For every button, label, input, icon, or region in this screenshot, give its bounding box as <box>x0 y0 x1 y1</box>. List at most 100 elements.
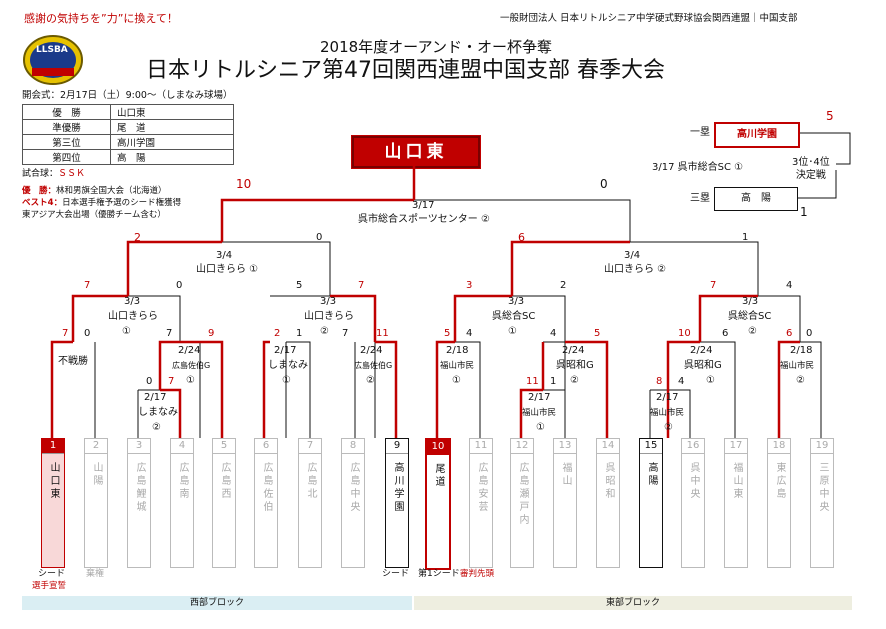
test-ball: 試合球：ＳＳＫ <box>22 169 86 179</box>
qf1-date: 3/3 <box>124 296 141 307</box>
qf2-court: ② <box>320 326 329 337</box>
r2-8-ls: 6 <box>786 328 793 339</box>
r2-2-date: 2/24 <box>178 345 201 356</box>
seed10-sub: 審判先頭 <box>460 569 495 579</box>
seed10-note: 第1シード <box>418 569 460 579</box>
third-base-label: 三塁 <box>690 193 710 204</box>
r2-7-rs: 6 <box>722 328 729 339</box>
logo-text: LLSBA <box>36 45 68 55</box>
r2-2-rs: 9 <box>208 328 215 339</box>
qf4-date: 3/3 <box>742 296 759 307</box>
champion-box: 山口東 <box>352 136 480 168</box>
r2-5-court: ① <box>452 375 461 386</box>
r2-8-rs: 0 <box>806 328 813 339</box>
r1-3-date: 2/17 <box>656 392 679 403</box>
r2-4-court: ② <box>366 375 375 386</box>
west-block: 西部ブロック <box>22 596 412 610</box>
r2-5-rs: 4 <box>466 328 473 339</box>
r2-6-venue: 呉昭和G <box>556 360 594 371</box>
table-row: 第四位高 陽 <box>22 149 234 165</box>
qf4-ls: 7 <box>710 280 717 291</box>
qf3-rs: 2 <box>560 280 567 291</box>
third-place-date: 3/17 呉市総合SC ① <box>652 162 744 173</box>
r2-3-venue: しまなみ <box>268 360 308 371</box>
qf4-court: ② <box>748 326 757 337</box>
qf1-rs: 0 <box>176 280 183 291</box>
qf1-venue: 山口きらら <box>108 311 158 322</box>
r2-6-court: ② <box>570 375 579 386</box>
team2-note: 棄権 <box>86 569 105 579</box>
r2-3-rs: 1 <box>296 328 303 339</box>
r1-3-court: ② <box>664 422 673 433</box>
third-place-score1: 5 <box>826 109 834 123</box>
slogan: 感謝の気持ちを”力”に換えて！ <box>24 12 178 25</box>
r2-3-ls: 2 <box>274 328 281 339</box>
r2-4-rs: 11 <box>376 328 389 339</box>
qf3-ls: 3 <box>466 280 473 291</box>
r2-4-date: 2/24 <box>360 345 383 356</box>
semi2-venue: 山口きらら ② <box>604 264 667 275</box>
r2-7-venue: 呉昭和G <box>684 360 722 371</box>
r1-3-rs: 4 <box>678 376 685 387</box>
r1-1-court: ② <box>152 422 161 433</box>
r1-1-venue: しまなみ <box>138 407 178 418</box>
qf3-date: 3/3 <box>508 296 525 307</box>
r2-7-court: ① <box>706 375 715 386</box>
table-row: 第三位高川学園 <box>22 134 234 150</box>
organization: 一般財団法人 日本リトルシニア中学硬式野球協会関西連盟｜中国支部 <box>500 13 798 24</box>
note-east-asia: 東アジア大会出場（優勝チーム含む） <box>22 210 166 220</box>
semi1-venue: 山口きらら ① <box>196 264 259 275</box>
opening-ceremony: 開会式：2月17日（土）9:00～（しまなみ球場） <box>22 90 233 101</box>
r2-1-rs: 0 <box>84 328 91 339</box>
r2-3-court: ① <box>282 375 291 386</box>
final-venue: 呉市総合スポーツセンター ② <box>358 214 490 225</box>
qf4-rs: 4 <box>786 280 793 291</box>
r1-2-court: ① <box>536 422 545 433</box>
third-place-label: 3位･4位 決定戦 <box>792 157 830 181</box>
r2-5-venue: 福山市民 <box>440 361 475 371</box>
qf1-court: ① <box>122 326 131 337</box>
r2-4-ls: 7 <box>342 328 349 339</box>
semi1-left-score: 2 <box>134 231 141 244</box>
r2-1-label: 不戦勝 <box>58 356 88 367</box>
note-champion: 優 勝：林和男旗全国大会（北海道） <box>22 186 167 196</box>
r2-2-court: ① <box>186 375 195 386</box>
final-right-score: 0 <box>600 177 608 191</box>
qf1-ls: 7 <box>84 280 91 291</box>
event-title: 日本リトルシニア第47回関西連盟中国支部 春季大会 <box>146 58 665 83</box>
r2-1-ls: 7 <box>62 328 69 339</box>
semi1-date: 3/4 <box>216 250 233 261</box>
r1-2-ls: 11 <box>526 376 539 387</box>
note-best4: ベスト4：日本選手権予選のシード権獲得 <box>22 198 182 208</box>
seed1-note: シード <box>38 569 66 579</box>
qf2-rs: 7 <box>358 280 365 291</box>
qf4-venue: 呉総合SC <box>728 311 772 322</box>
east-block: 東部ブロック <box>414 596 852 610</box>
r2-2-venue: 広島佐伯G <box>172 361 211 370</box>
qf3-court: ① <box>508 326 517 337</box>
qf2-date: 3/3 <box>320 296 337 307</box>
r1-1-rs: 7 <box>168 376 175 387</box>
seed9-note: シード <box>382 569 410 579</box>
qf2-ls: 5 <box>296 280 303 291</box>
seed1-sub: 選手宣誓 <box>32 581 67 591</box>
final-date: 3/17 <box>412 200 435 211</box>
r1-2-venue: 福山市民 <box>522 408 557 418</box>
r1-2-date: 2/17 <box>528 392 551 403</box>
r2-8-date: 2/18 <box>790 345 813 356</box>
